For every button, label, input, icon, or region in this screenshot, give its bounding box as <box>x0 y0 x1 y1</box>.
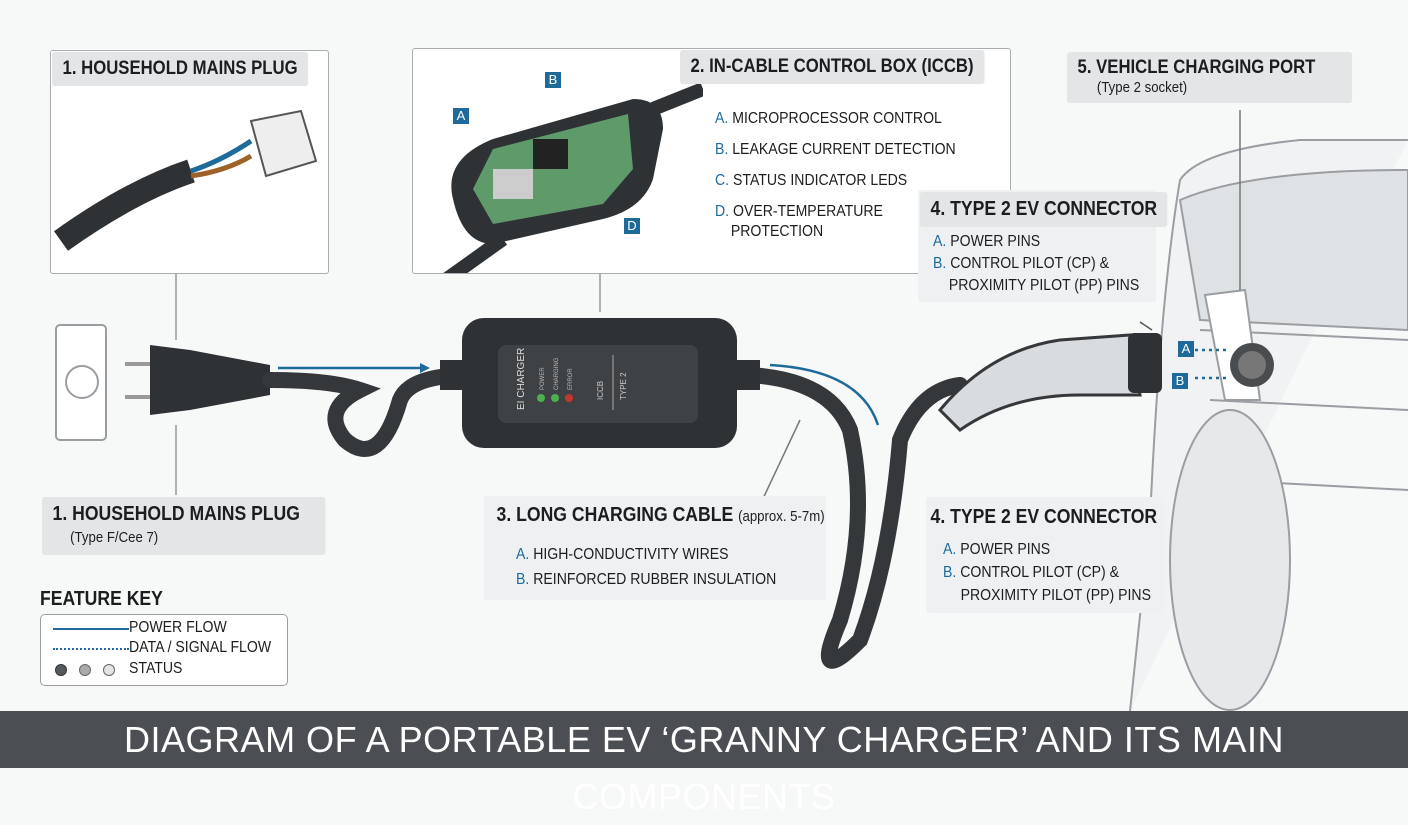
port-tag-b: B <box>1172 373 1188 389</box>
port-title: 5. VEHICLE CHARGING PORT(Type 2 socket) <box>1067 52 1353 103</box>
connector-bottom-panel <box>926 497 1164 613</box>
iccb-device: EI CHARGER POWER CHARGING ERROR ICCB TYP… <box>440 318 760 448</box>
tag-a: A <box>453 108 469 124</box>
wall-socket <box>55 324 107 441</box>
led-label-power: POWER <box>540 367 546 390</box>
iccb-detail-frame <box>412 48 1011 295</box>
tag-d: D <box>624 218 640 234</box>
tag-b: B <box>545 72 561 88</box>
signal-flow-lines <box>1195 348 1230 380</box>
mains-plug <box>125 345 270 415</box>
connector-bottom-list: A. POWER PINS B. CONTROL PILOT (CP) & PR… <box>943 541 1151 604</box>
plug-top-title: 1. HOUSEHOLD MAINS PLUG <box>52 52 309 86</box>
led-charging <box>551 394 559 402</box>
status-dot-dark <box>55 664 67 676</box>
device-brand-text: EI CHARGER <box>516 348 527 410</box>
status-dot-light <box>103 664 115 676</box>
key-signal-flow: DATA / SIGNAL FLOW <box>129 639 272 656</box>
led-error <box>565 394 573 402</box>
connector-bottom-title: 4. TYPE 2 EV CONNECTOR <box>930 506 1158 528</box>
plug-bottom-title: 1. HOUSEHOLD MAINS PLUG(Type F/Cee 7) <box>42 497 326 555</box>
cable-feature-list: A. HIGH-CONDUCTIVITY WIRES B. REINFORCED… <box>516 546 777 588</box>
plug-closeup-illustration <box>54 109 318 251</box>
charging-port-socket <box>1230 343 1274 387</box>
led-power <box>537 394 545 402</box>
key-power-flow: POWER FLOW <box>129 619 227 636</box>
charging-cable <box>262 367 968 669</box>
led-label-error: ERROR <box>568 368 574 390</box>
diagram-title: DIAGRAM OF A PORTABLE EV ‘GRANNY CHARGER… <box>0 711 1408 817</box>
power-flow-swatch <box>53 628 129 630</box>
device-iccb-text: ICCB <box>596 381 605 400</box>
feature-key: POWER FLOW DATA / SIGNAL FLOW STATUS <box>40 614 288 686</box>
illustration: EI CHARGER POWER CHARGING ERROR ICCB TYP… <box>55 110 1408 711</box>
connector-top-list: A. POWER PINS B. CONTROL PILOT (CP) & PR… <box>933 233 1140 294</box>
connector-top-title: 4. TYPE 2 EV CONNECTOR <box>920 192 1168 227</box>
plug-detail-frame <box>50 50 329 274</box>
iccb-feature-list: A. MICROPROCESSOR CONTROL B. LEAKAGE CUR… <box>715 110 956 240</box>
port-tag-a: A <box>1178 341 1194 357</box>
cable-title: 3. LONG CHARGING CABLE (approx. 5-7m) <box>496 504 825 526</box>
type2-connector <box>937 333 1162 432</box>
device-type2-text: TYPE 2 <box>619 372 628 400</box>
iccb-pcb-illustration <box>428 82 706 295</box>
cable-panel <box>484 496 826 600</box>
power-flow-arrow-2 <box>769 363 880 426</box>
iccb-title: 2. IN-CABLE CONTROL BOX (ICCB) <box>680 50 985 84</box>
key-status: STATUS <box>129 660 183 677</box>
feature-key-title: FEATURE KEY <box>40 588 163 610</box>
status-dot-mid <box>79 664 91 676</box>
led-label-charging: CHARGING <box>554 357 560 390</box>
signal-flow-swatch <box>53 648 129 650</box>
car-illustration <box>1129 139 1408 711</box>
